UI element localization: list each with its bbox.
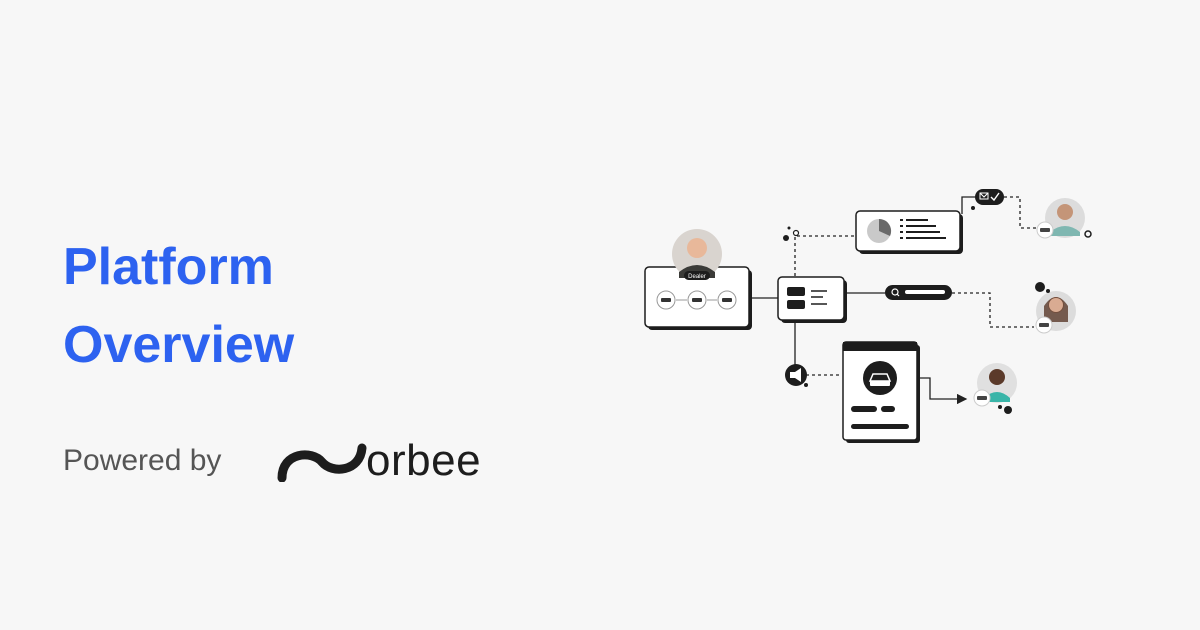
logo-wave-mark bbox=[277, 443, 367, 482]
decorative-dots bbox=[783, 206, 975, 387]
email-check-pill bbox=[975, 189, 1004, 205]
norbee-logo: orbee bbox=[276, 436, 481, 486]
customer-avatar-2 bbox=[1035, 282, 1076, 334]
dealer-label: Dealer bbox=[688, 274, 706, 280]
dealer-card bbox=[644, 266, 752, 330]
hub-card bbox=[777, 276, 847, 323]
analytics-bars bbox=[900, 219, 946, 239]
logo-wordmark: orbee bbox=[366, 436, 482, 485]
page-title-line-1: Platform bbox=[63, 238, 274, 296]
page-title-line-2: Overview bbox=[63, 316, 295, 374]
powered-by-label: Powered by bbox=[63, 444, 222, 477]
page-title: Platform Overview bbox=[63, 228, 294, 384]
vehicle-detail-card bbox=[842, 341, 920, 443]
connector-lines bbox=[750, 196, 1040, 405]
customer-avatar-3 bbox=[973, 363, 1017, 414]
search-pill bbox=[885, 285, 952, 300]
analytics-card bbox=[855, 210, 963, 254]
megaphone-icon bbox=[785, 364, 807, 386]
dealer-avatar: Dealer bbox=[672, 229, 722, 280]
customer-avatar-1 bbox=[1036, 198, 1092, 239]
